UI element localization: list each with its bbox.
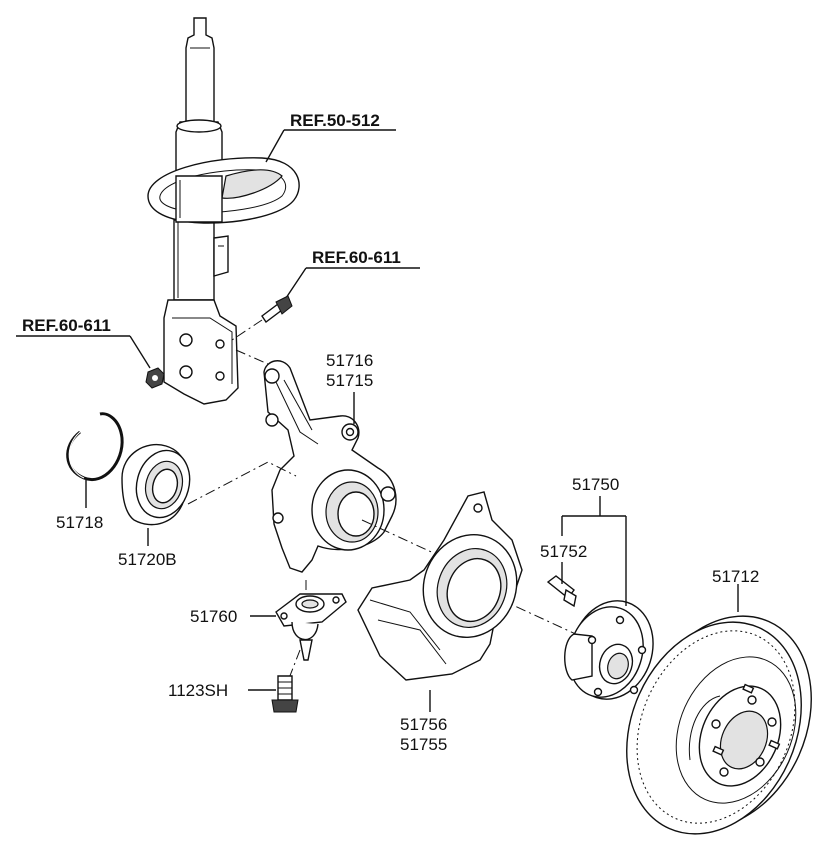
ref-60-611-upper-label: REF.60-611 xyxy=(312,248,401,267)
label-bracket-51750 xyxy=(561,496,627,606)
label-51718: 51718 xyxy=(56,513,103,532)
label-51756: 51756 xyxy=(400,715,447,734)
label-51712: 51712 xyxy=(712,567,759,586)
ball-joint-icon xyxy=(250,580,347,687)
label-51760: 51760 xyxy=(190,607,237,626)
dust-cover-icon xyxy=(357,491,523,712)
strut-bolt-icon xyxy=(231,295,293,341)
bolt-1123sh-icon xyxy=(248,675,299,713)
label-51715: 51715 xyxy=(326,371,373,390)
wheel-hub-icon xyxy=(564,600,654,700)
ref-60-611-upper-callout: REF.60-611 xyxy=(231,248,420,341)
spring-seat-icon xyxy=(147,157,300,224)
steering-knuckle-icon xyxy=(263,360,397,573)
label-1123sh: 1123SH xyxy=(168,681,228,700)
ref-60-611-lower-callout: REF.60-611 xyxy=(16,316,165,389)
ref-50-512-label: REF.50-512 xyxy=(290,111,380,130)
label-51755: 51755 xyxy=(400,735,447,754)
brake-disc-icon xyxy=(626,584,812,835)
label-51750: 51750 xyxy=(572,475,619,494)
wheel-bearing-icon xyxy=(121,444,191,546)
label-51752: 51752 xyxy=(540,542,587,561)
snap-ring-icon xyxy=(66,412,124,508)
ref-50-512-callout: REF.50-512 xyxy=(265,111,396,163)
label-51716: 51716 xyxy=(326,351,373,370)
strut-nut-icon xyxy=(145,367,165,389)
hub-bolt-icon xyxy=(546,562,577,608)
ref-60-611-lower-label: REF.60-611 xyxy=(22,316,111,335)
label-51720b: 51720B xyxy=(118,550,177,569)
